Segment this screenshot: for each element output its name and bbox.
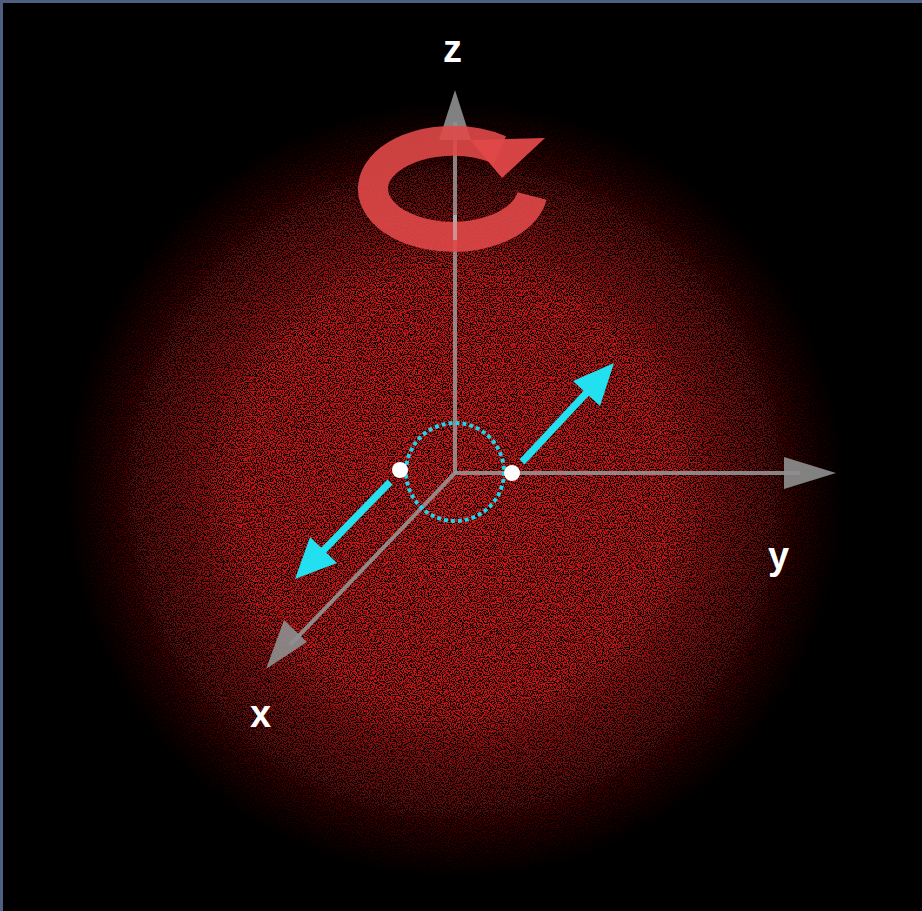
particle-dot xyxy=(504,465,520,481)
axis-label: y xyxy=(768,537,789,575)
particle-dot xyxy=(392,462,408,478)
axes xyxy=(290,122,800,645)
axis-label: x xyxy=(250,695,271,733)
rotation-arrow xyxy=(373,138,545,240)
momentum-arrows xyxy=(295,363,614,579)
axis-label: z xyxy=(443,30,462,68)
axis-arrowheads xyxy=(266,90,836,669)
dashed-circle xyxy=(406,423,504,521)
